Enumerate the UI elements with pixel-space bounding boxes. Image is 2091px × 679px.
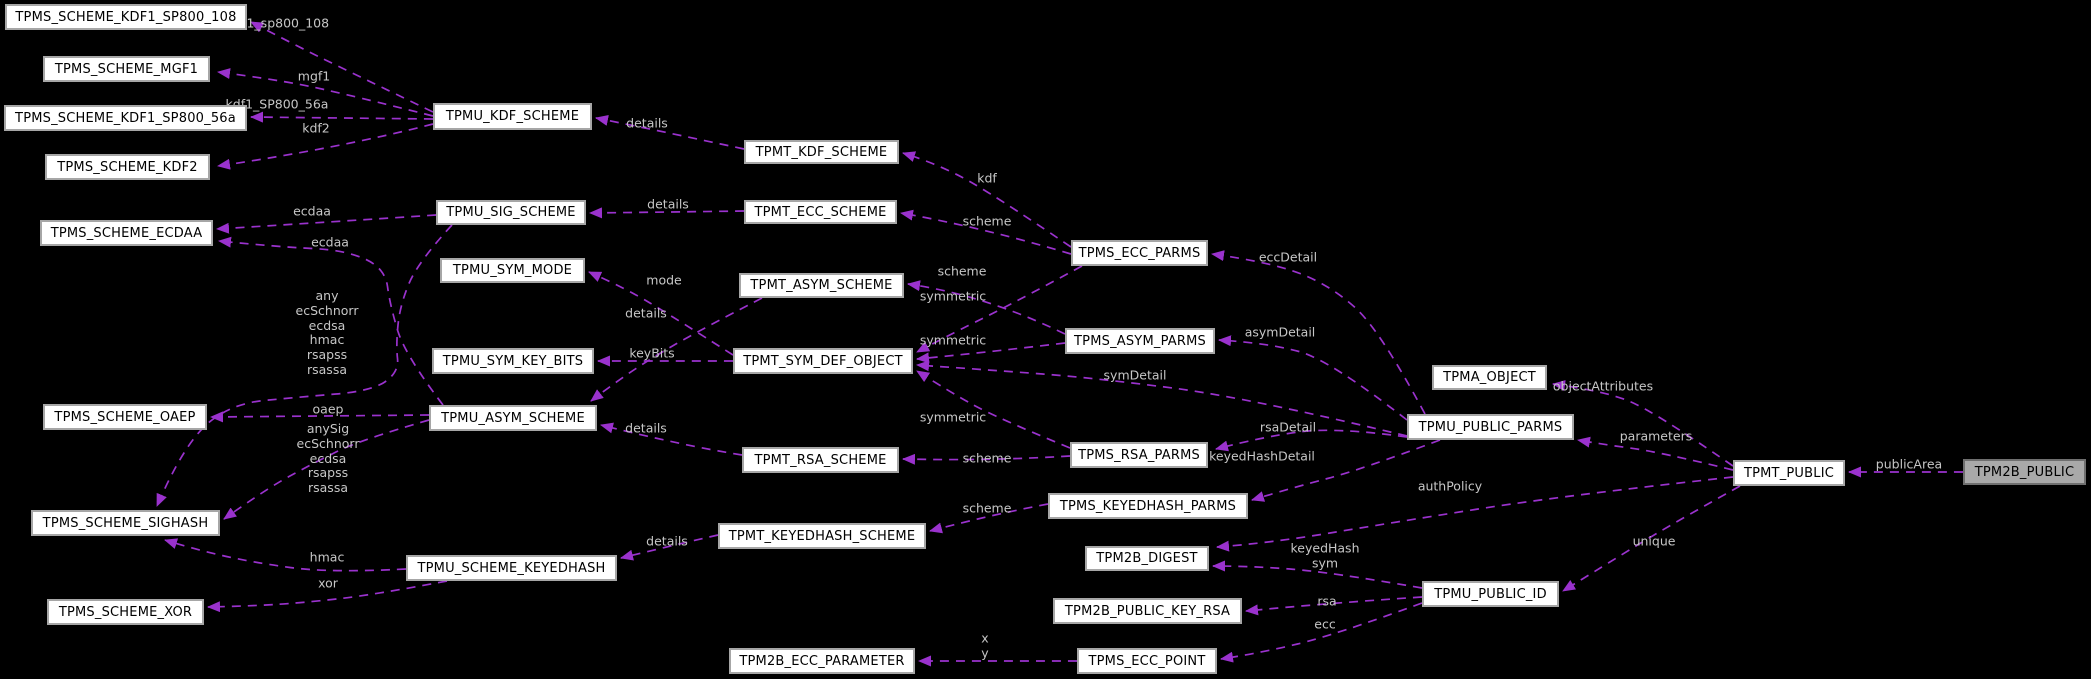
node-tpms-scheme-kdf1-sp800-56a[interactable]: TPMS_SCHEME_KDF1_SP800_56a	[4, 105, 247, 131]
node-tpmt-rsa-scheme[interactable]: TPMT_RSA_SCHEME	[742, 447, 899, 473]
edge-tpmu-kdf-scheme-tpms-scheme-kdf1-sp800-108	[250, 21, 434, 113]
node-tpmu-public-id[interactable]: TPMU_PUBLIC_ID	[1422, 581, 1559, 607]
edge-tpms-ecc-parms-tpmt-ecc-scheme	[900, 209, 1072, 255]
node-tpms-ecc-parms[interactable]: TPMS_ECC_PARMS	[1071, 240, 1208, 266]
node-tpm2b-public: TPM2B_PUBLIC	[1963, 459, 2086, 485]
node-tpms-scheme-mgf1[interactable]: TPMS_SCHEME_MGF1	[43, 56, 210, 82]
node-tpm2b-digest[interactable]: TPM2B_DIGEST	[1085, 546, 1209, 571]
node-tpms-scheme-kdf2[interactable]: TPMS_SCHEME_KDF2	[45, 154, 210, 180]
node-tpms-scheme-sighash[interactable]: TPMS_SCHEME_SIGHASH	[31, 510, 220, 536]
node-tpmu-scheme-keyedhash[interactable]: TPMU_SCHEME_KEYEDHASH	[406, 555, 617, 581]
node-tpma-object[interactable]: TPMA_OBJECT	[1432, 365, 1547, 390]
edge-tpmt-ecc-scheme-tpmu-sig-scheme	[589, 207, 745, 219]
node-tpms-scheme-xor[interactable]: TPMS_SCHEME_XOR	[47, 599, 204, 625]
edge-tpmu-public-parms-tpms-ecc-parms	[1211, 250, 1426, 415]
edge-tpmu-public-parms-tpms-asym-parms	[1218, 335, 1408, 421]
edge-tpms-asym-parms-tpmt-sym-def-object	[916, 342, 1066, 364]
edge-tpms-rsa-parms-tpmt-rsa-scheme	[902, 453, 1071, 465]
edge-tpmt-public-tpm2b-digest	[1216, 476, 1734, 552]
node-tpmu-public-parms[interactable]: TPMU_PUBLIC_PARMS	[1407, 414, 1574, 440]
edge-tpmu-scheme-keyedhash-tpms-scheme-xor	[207, 580, 448, 613]
node-tpms-scheme-ecdaa[interactable]: TPMS_SCHEME_ECDAA	[40, 220, 213, 246]
edge-tpms-ecc-parms-tpmt-kdf-scheme	[902, 151, 1072, 248]
edge-tpmu-public-parms-tpms-rsa-parms	[1215, 429, 1408, 452]
node-tpms-scheme-kdf1-sp800-108[interactable]: TPMS_SCHEME_KDF1_SP800_108	[5, 4, 247, 30]
node-tpm2b-public-key-rsa[interactable]: TPM2B_PUBLIC_KEY_RSA	[1053, 598, 1242, 624]
node-tpmu-asym-scheme[interactable]: TPMU_ASYM_SCHEME	[429, 405, 597, 431]
node-tpmt-public[interactable]: TPMT_PUBLIC	[1733, 460, 1845, 486]
node-tpms-rsa-parms[interactable]: TPMS_RSA_PARMS	[1070, 442, 1208, 468]
edge-tpmu-public-id-tpm2b-digest	[1212, 560, 1423, 589]
edge-tpmt-kdf-scheme-tpmu-kdf-scheme	[595, 114, 745, 150]
node-tpms-keyedhash-parms[interactable]: TPMS_KEYEDHASH_PARMS	[1048, 493, 1248, 519]
node-tpm2b-ecc-parameter[interactable]: TPM2B_ECC_PARAMETER	[729, 648, 915, 674]
edge-tpmt-public-tpmu-public-id	[1562, 485, 1741, 592]
node-tpms-ecc-point[interactable]: TPMS_ECC_POINT	[1077, 648, 1217, 674]
edge-tpmt-keyedhash-scheme-tpmu-scheme-keyedhash	[620, 534, 719, 561]
edge-tpms-ecc-parms-tpmt-sym-def-object	[916, 265, 1083, 353]
node-tpmt-ecc-scheme[interactable]: TPMT_ECC_SCHEME	[744, 200, 897, 224]
node-tpmu-sym-mode[interactable]: TPMU_SYM_MODE	[440, 258, 585, 283]
edge-tpmu-public-id-tpms-ecc-point	[1220, 602, 1423, 663]
edge-tpmu-public-parms-tpmt-sym-def-object	[916, 360, 1408, 437]
edge-tpmu-asym-scheme-tpms-scheme-oaep	[210, 411, 430, 423]
edge-tpmu-kdf-scheme-tpms-scheme-kdf1-sp800-56a	[250, 111, 434, 123]
node-tpms-scheme-oaep[interactable]: TPMS_SCHEME_OAEP	[43, 404, 207, 430]
edge-tpmu-public-id-tpm2b-public-key-rsa	[1245, 596, 1423, 616]
edge-tpmu-scheme-keyedhash-tpms-scheme-sighash	[164, 538, 407, 572]
edge-tpms-asym-parms-tpmt-asym-scheme	[907, 280, 1066, 335]
edge-tpmu-sig-scheme-tpms-scheme-ecdaa	[216, 214, 437, 234]
edge-tpmu-public-parms-tpms-keyedhash-parms	[1251, 439, 1441, 502]
edge-tpmu-sig-scheme-tpms-scheme-sighash	[156, 224, 453, 507]
edge-tpmu-kdf-scheme-tpms-scheme-mgf1	[217, 68, 434, 117]
node-tpms-asym-parms[interactable]: TPMS_ASYM_PARMS	[1065, 328, 1215, 354]
edge-tpms-rsa-parms-tpmt-sym-def-object	[916, 370, 1071, 449]
edge-tpms-keyedhash-parms-tpmt-keyedhash-scheme	[929, 503, 1049, 534]
edge-tpmu-kdf-scheme-tpms-scheme-kdf2	[217, 123, 434, 170]
node-tpmt-sym-def-object[interactable]: TPMT_SYM_DEF_OBJECT	[733, 348, 913, 374]
node-tpmu-kdf-scheme[interactable]: TPMU_KDF_SCHEME	[433, 103, 592, 130]
node-tpmu-sig-scheme[interactable]: TPMU_SIG_SCHEME	[436, 200, 586, 225]
edge-tpmt-public-tpmu-public-parms	[1577, 436, 1734, 471]
node-tpmt-keyedhash-scheme[interactable]: TPMT_KEYEDHASH_SCHEME	[718, 523, 926, 549]
node-tpmu-sym-key-bits[interactable]: TPMU_SYM_KEY_BITS	[432, 348, 594, 374]
edge-tpmt-asym-scheme-tpmu-asym-scheme	[590, 297, 763, 402]
node-tpmt-asym-scheme[interactable]: TPMT_ASYM_SCHEME	[739, 273, 904, 298]
edge-tpmu-asym-scheme-tpms-scheme-ecdaa	[218, 236, 444, 406]
edge-tpmu-asym-scheme-tpms-scheme-sighash	[223, 419, 430, 520]
edge-tpmt-sym-def-object-tpmu-sym-mode	[588, 271, 734, 356]
edge-tpmt-public-tpma-object	[1552, 380, 1734, 467]
node-tpmt-kdf-scheme[interactable]: TPMT_KDF_SCHEME	[744, 140, 899, 164]
edge-tpmt-rsa-scheme-tpmu-asym-scheme	[600, 422, 743, 456]
